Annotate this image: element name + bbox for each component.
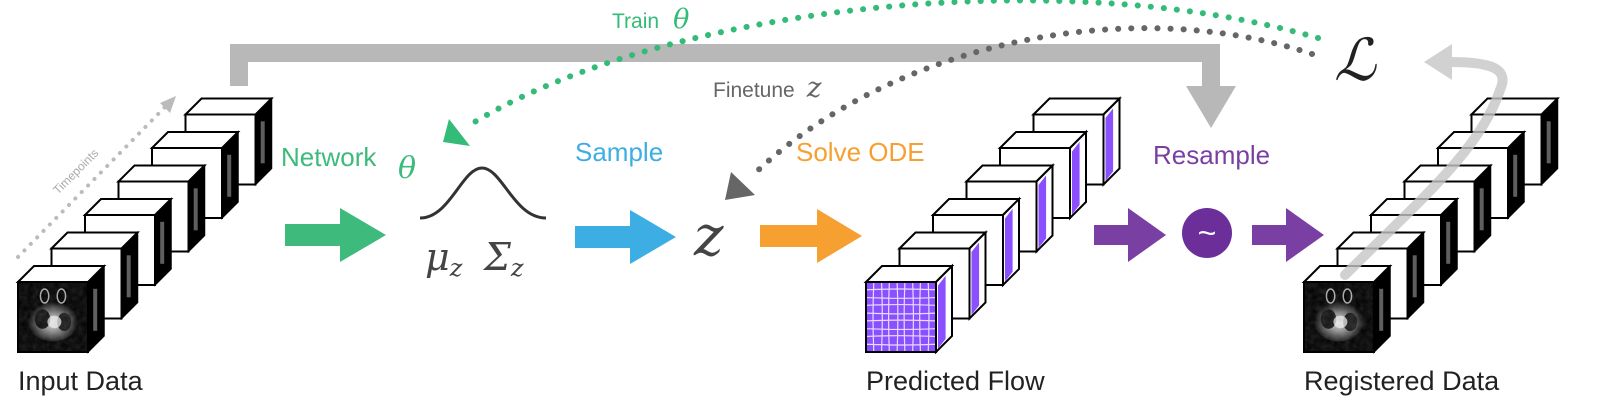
timepoints-label: Timepoints <box>50 146 101 197</box>
finetune-loop-arrow <box>725 25 1315 200</box>
z-symbol: z <box>693 204 724 269</box>
network-label: Network <box>281 142 377 172</box>
loss-arrow <box>1340 44 1508 280</box>
stack-cube <box>15 264 107 354</box>
resample-arrow-out <box>1252 208 1324 262</box>
stack-cube <box>1301 264 1393 354</box>
stack-cube <box>897 230 988 321</box>
loss-symbol: ℒ <box>1334 26 1377 94</box>
input-data-caption: Input Data <box>18 366 144 396</box>
solve-ode-arrow <box>760 209 862 263</box>
network-arrow <box>285 208 386 262</box>
network-theta: θ <box>398 151 416 186</box>
input-stack <box>15 96 274 354</box>
gaussian-curve-icon <box>419 166 547 220</box>
resample-label: Resample <box>1153 140 1270 170</box>
flow-stack <box>863 96 1122 355</box>
sample-arrow <box>575 210 676 264</box>
stack-cube <box>183 96 274 187</box>
mu-symbol: μz <box>425 235 463 282</box>
registered-stack <box>1301 96 1560 354</box>
registered-data-caption: Registered Data <box>1304 366 1500 396</box>
stack-cube <box>863 263 955 355</box>
tilde-circle-icon: ~ <box>1182 208 1232 258</box>
solve-ode-label: Solve ODE <box>796 137 925 167</box>
predicted-flow-caption: Predicted Flow <box>866 366 1045 396</box>
sample-label: Sample <box>575 137 663 167</box>
resample-operator: ~ <box>1198 215 1217 251</box>
sigma-symbol: Σz <box>482 235 524 282</box>
train-loop-arrow <box>443 0 1321 146</box>
resample-arrow-in <box>1094 208 1166 262</box>
skip-connection <box>230 44 1236 128</box>
